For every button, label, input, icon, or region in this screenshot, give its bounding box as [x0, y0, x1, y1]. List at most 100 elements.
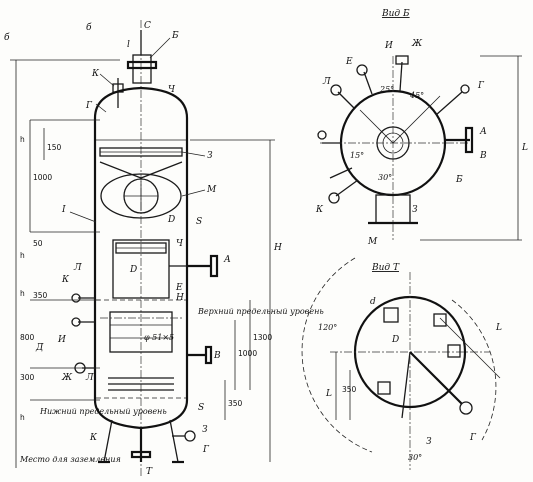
label-ch: Ч — [168, 85, 176, 95]
label-n: Н — [175, 293, 184, 303]
view-b-L1: L — [521, 143, 528, 153]
nozzle-l-end — [330, 84, 342, 96]
gauge-valve-upper — [71, 317, 81, 327]
label-v: В — [213, 351, 221, 361]
view-t-350: 350 — [342, 385, 357, 394]
nozzle-k-end — [328, 192, 340, 204]
label-d-inner: D — [129, 265, 137, 275]
dim-h2: h — [20, 413, 25, 422]
dim-350b: 350 — [228, 399, 243, 408]
view-t-labels: Вид Т d 120° D L 350 L Г З 30° — [318, 263, 502, 462]
view-t-nozzle-right — [433, 313, 447, 327]
label-zh: Ж — [61, 373, 73, 383]
view-t-ang30: 30° — [408, 453, 422, 462]
view-b-ang25: 25° — [379, 85, 394, 94]
dim-800: 800 — [20, 333, 35, 342]
note-grounding: Место для заземления — [19, 455, 121, 464]
inner-cylinder — [112, 239, 170, 299]
view-t-arc-right — [451, 299, 497, 441]
view-t-nozzle-d — [383, 307, 399, 323]
dim-150: 150 — [47, 143, 62, 152]
label-l-mid: Л — [73, 263, 82, 273]
view-b-ang45: 45° — [409, 91, 424, 100]
label-t-axis: Т — [146, 467, 153, 477]
view-b-ang15: 15° — [350, 151, 364, 160]
view-b-label-e: Е — [345, 57, 353, 67]
view-b-ang30: 30° — [378, 173, 392, 182]
view-b-label-z: З — [412, 205, 418, 215]
support-legs — [103, 419, 179, 463]
vessel-shell — [93, 86, 189, 430]
nozzle-low-left — [329, 167, 353, 179]
dim-h1: h — [20, 135, 25, 144]
view-b-label-l: Л — [322, 77, 331, 87]
nozzle-zh-radial — [399, 61, 403, 92]
label-l: l — [127, 40, 130, 50]
view-t-L2: L — [495, 323, 502, 333]
view-t-outlet-g-end — [459, 401, 473, 415]
front-view — [10, 20, 275, 478]
label-top-axis: С — [144, 21, 151, 31]
label-z-top: З — [207, 151, 213, 161]
label-k-top: К — [91, 69, 100, 79]
label-one: I — [61, 205, 66, 215]
dim-1000: 1000 — [33, 173, 52, 182]
view-t-label-z: З — [426, 437, 432, 447]
dim-300: 300 — [20, 373, 35, 382]
label-a: А — [223, 255, 231, 265]
leader-z — [181, 151, 206, 157]
view-t-arc-left — [301, 257, 373, 453]
label-i: И — [57, 335, 66, 345]
label-g-bot: Г — [202, 445, 210, 455]
nozzle-g-end — [460, 84, 470, 94]
nozzle-zh-end — [395, 55, 409, 65]
label-b-nozzle: Б — [171, 31, 179, 41]
view-b-label-v: В — [479, 151, 487, 161]
dim-h4: h — [20, 251, 25, 260]
nozzle-l-radial — [337, 91, 355, 109]
dim-350a: 350 — [33, 291, 48, 300]
nozzle-g-radial — [435, 91, 463, 116]
view-b-title: Вид Б — [381, 9, 410, 19]
label-z-bot: З — [202, 425, 208, 435]
view-t-nozzle-low — [377, 381, 391, 395]
view-t-label-g: Г — [469, 433, 477, 443]
view-t-outlet-z — [401, 351, 411, 419]
label-s-top: S — [196, 217, 202, 227]
deflector-cone — [99, 161, 183, 179]
label-d-shell: D — [167, 215, 175, 225]
label-phi: φ 51×5 — [144, 333, 174, 342]
view-t — [301, 257, 501, 470]
view-t-d1: D — [391, 335, 399, 345]
nozzle-k-radial — [335, 179, 359, 197]
label-k-mid: К — [61, 275, 70, 285]
top-flange — [126, 60, 158, 70]
view-b — [317, 55, 522, 241]
note-upper-level: Верхний предельный уровень — [197, 307, 324, 316]
view-t-L1: L — [325, 389, 332, 399]
view-t-title: Вид Т — [371, 263, 400, 273]
label-m-top: М — [206, 185, 217, 195]
note-lower-level: Нижний предельный уровень — [39, 407, 167, 416]
leader-m — [181, 189, 206, 197]
nozzle-e-end — [356, 64, 368, 76]
dim-h3: h — [20, 289, 25, 298]
inlet-a-flange — [209, 254, 219, 278]
nozzle-v-flange — [204, 345, 213, 365]
label-g: Г — [85, 101, 93, 111]
drain-valve — [184, 430, 196, 442]
leader-k — [99, 73, 115, 87]
view-b-label-zh: Ж — [411, 39, 423, 49]
label-k-low: К — [89, 433, 98, 443]
view-b-label-m: М — [367, 237, 378, 247]
label-e: Е — [175, 283, 183, 293]
nozzle-left-end — [317, 130, 327, 140]
gauge-valve-k — [71, 293, 81, 303]
view-b-labels: Вид Б Е И Ж Л Г К А В Б М З 25° 45° 15° … — [315, 9, 528, 247]
view-b-label-a: А — [479, 127, 487, 137]
leader-one — [69, 211, 97, 223]
label-ch-mid: Ч — [176, 239, 184, 249]
label-d-left: Д — [35, 343, 44, 353]
